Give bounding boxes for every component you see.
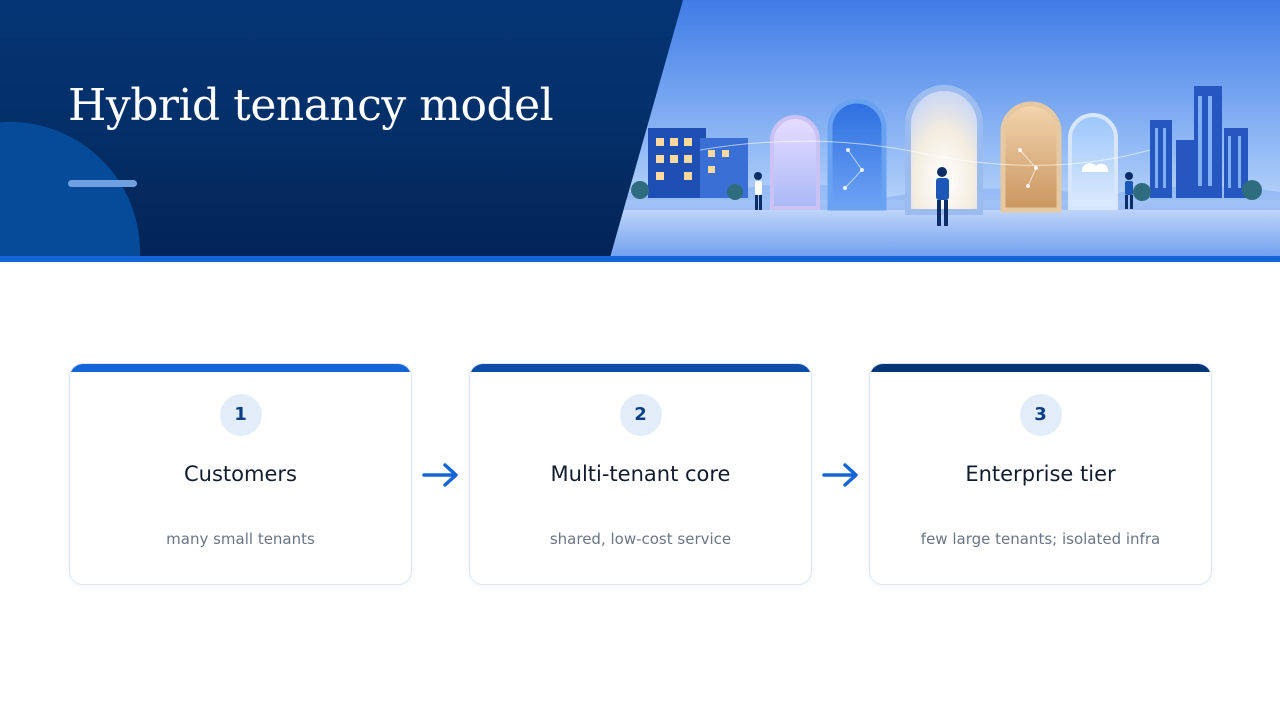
page-title: Hybrid tenancy model (68, 80, 554, 131)
step-description: shared, low-cost service (549, 530, 732, 548)
header-bottom-rule (0, 256, 1280, 262)
step-number-badge: 2 (619, 394, 662, 436)
step-title: Multi-tenant core (550, 462, 731, 486)
step-card-multi-tenant-core: 2 Multi-tenant core shared, low-cost ser… (469, 363, 812, 585)
step-description: few large tenants; isolated infra (920, 530, 1161, 548)
step-card-enterprise-tier: 3 Enterprise tier few large tenants; iso… (869, 363, 1212, 585)
step-card-customers: 1 Customers many small tenants (69, 363, 412, 585)
step-title: Enterprise tier (965, 462, 1116, 486)
title-accent-line (68, 180, 137, 187)
card-accent-bar (470, 364, 811, 372)
step-number-badge: 3 (1019, 394, 1062, 436)
header-band: Hybrid tenancy model (0, 0, 1280, 262)
arrow-right-icon (822, 463, 858, 487)
tenancy-doorways-illustration (610, 0, 1280, 258)
arrow-right-icon (422, 463, 458, 487)
step-number-badge: 1 (219, 394, 262, 436)
card-accent-bar (70, 364, 411, 372)
step-title: Customers (184, 462, 297, 486)
card-accent-bar (870, 364, 1211, 372)
step-description: many small tenants (166, 530, 315, 548)
